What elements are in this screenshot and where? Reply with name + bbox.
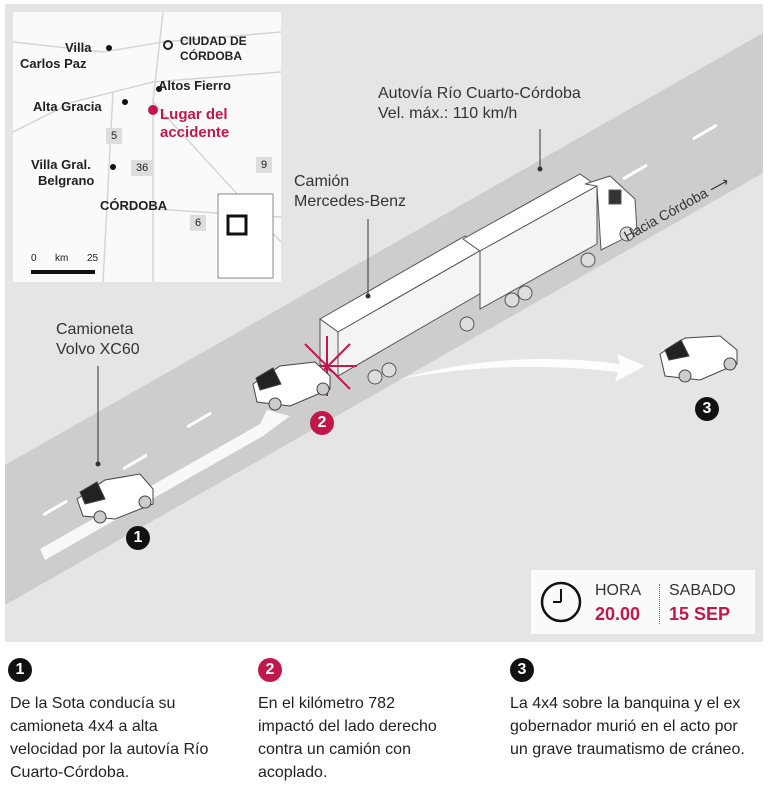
map-city: Belgrano — [38, 173, 95, 188]
map-city: Villa — [65, 40, 92, 55]
suv-3 — [659, 335, 738, 383]
suv-label-line2: Volvo XC60 — [56, 341, 140, 358]
scale-max: 25 — [87, 253, 99, 264]
map-province: CÓRDOBA — [100, 198, 168, 213]
suv-label-line1: Camioneta — [56, 321, 134, 338]
accident-label-line1: Lugar del — [160, 106, 228, 123]
accident-label-line2: accidente — [160, 124, 230, 141]
step-text-1: De la Sota conducía su camioneta 4x4 a a… — [10, 695, 209, 781]
location-map: Villa Carlos Paz CIUDAD DE CÓRDOBA Altos… — [13, 12, 281, 282]
step-marker-2: 2 — [310, 411, 334, 435]
route-badge: 6 — [190, 215, 207, 231]
step-marker-3: 3 — [695, 397, 719, 421]
map-city: Carlos Paz — [20, 56, 87, 71]
step-marker-1: 1 — [126, 526, 150, 550]
map-city: CIUDAD DE — [180, 34, 247, 48]
time-box: HORA 20.00 SABADO 15 SEP — [531, 570, 755, 634]
suv-1 — [76, 473, 154, 524]
date-value: 15 SEP — [669, 604, 731, 624]
road-label: Autovía Río Cuarto-Córdoba Vel. máx.: 11… — [378, 84, 581, 124]
map-city: Villa Gral. — [31, 157, 91, 172]
step-text-3: La 4x4 sobre la banquina y el ex goberna… — [510, 695, 745, 758]
road-illustration — [5, 33, 763, 605]
scale-unit: km — [55, 253, 69, 264]
day-label: SABADO — [669, 582, 736, 599]
leader-lines — [95, 129, 543, 467]
accident-location: Lugar del accidente — [160, 106, 229, 142]
truck-label-line2: Mercedes-Benz — [294, 193, 407, 210]
divider — [659, 584, 660, 624]
map-city: Alta Gracia — [33, 99, 102, 114]
road-name: Autovía Río Cuarto-Córdoba — [378, 85, 581, 102]
step-number-1: 1 — [8, 658, 32, 682]
truck-label: Camión Mercedes-Benz — [294, 172, 406, 212]
hour-label: HORA — [595, 582, 642, 599]
map-city: CÓRDOBA — [180, 49, 242, 63]
hour-value: 20.00 — [595, 604, 641, 624]
step-number-3: 3 — [510, 658, 534, 682]
speed-limit: Vel. máx.: 110 km/h — [378, 105, 518, 122]
step-text-2: En el kilómetro 782 impactó del lado der… — [258, 695, 437, 781]
truck-label-line1: Camión — [294, 173, 350, 190]
scale-zero: 0 — [31, 253, 37, 264]
step-number-2: 2 — [258, 658, 282, 682]
suv-label: Camioneta Volvo XC60 — [56, 320, 140, 360]
clock-icon — [540, 581, 582, 623]
accident-scene: Autovía Río Cuarto-Córdoba Vel. máx.: 11… — [5, 4, 763, 642]
map-roads — [13, 12, 281, 282]
route-badge: 9 — [256, 157, 273, 173]
path-arrow-3 — [400, 354, 645, 382]
suv-2 — [252, 361, 331, 411]
route-badge: 36 — [131, 160, 154, 176]
route-badge: 5 — [106, 128, 123, 144]
map-city: Altos Fierro — [158, 78, 231, 93]
